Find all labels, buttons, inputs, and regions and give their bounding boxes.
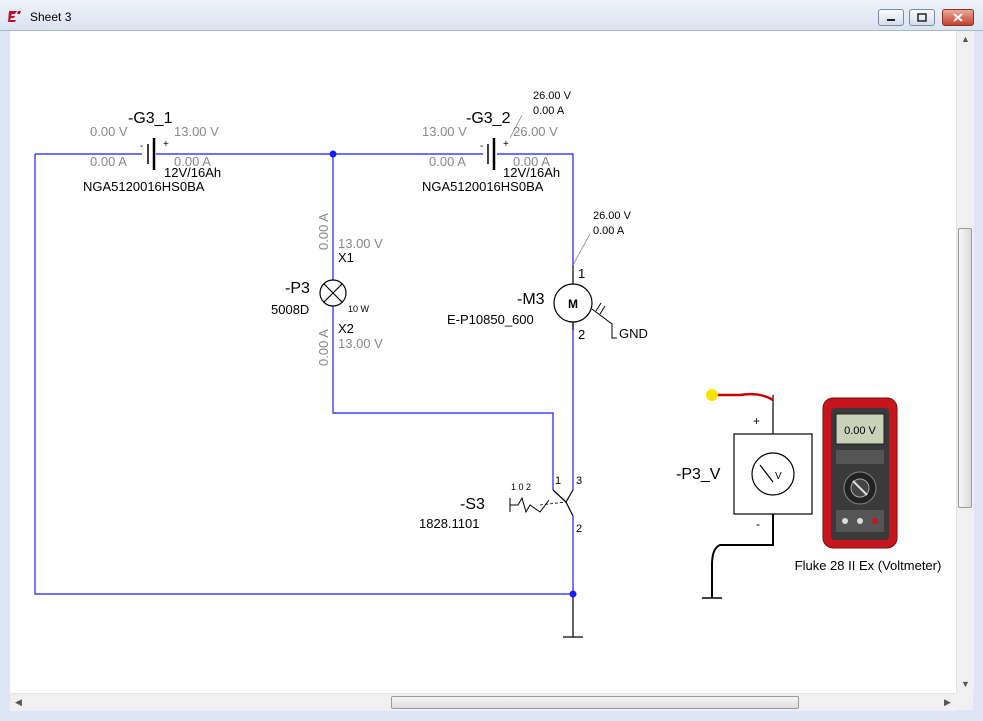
ground-label: GND <box>619 326 648 341</box>
voltage-label: 13.00 V <box>338 236 383 251</box>
motor-name: -M3 <box>517 291 545 308</box>
window-frame-left <box>0 31 10 721</box>
current-label: 0.00 A <box>174 154 211 169</box>
vertical-scrollbar[interactable]: ▲ ▼ <box>956 31 974 693</box>
lamp-name: -P3 <box>285 280 310 297</box>
plus-label: + <box>503 139 509 150</box>
scrollbar-corner <box>956 693 973 710</box>
pin-label: 2 <box>576 523 582 535</box>
plus-label: + <box>753 414 760 428</box>
schematic-canvas[interactable]: -G3_1 0.00 V 13.00 V - + 0.00 A 0.00 A 1… <box>10 31 956 693</box>
wire-lamp-bottom <box>332 306 554 490</box>
pin-label: 2 <box>578 327 585 342</box>
vertical-scroll-thumb[interactable] <box>958 228 972 508</box>
voltmeter-p3-v[interactable]: V -P3_V + - <box>676 389 813 599</box>
multimeter-display: 0.00 V <box>844 425 876 437</box>
wires <box>34 153 574 595</box>
current-label: 0.00 A <box>90 154 127 169</box>
plus-label: + <box>163 139 169 150</box>
multimeter-fluke[interactable]: 0.00 V Fluke 28 II Ex (Voltmeter) <box>795 397 942 573</box>
part-label: NGA5120016HS0BA <box>83 179 205 194</box>
app-icon <box>8 11 21 22</box>
part-label: NGA5120016HS0BA <box>422 179 544 194</box>
current-label: 0.00 A <box>316 329 331 366</box>
scroll-down-icon[interactable]: ▼ <box>961 679 970 689</box>
switch-s3[interactable]: -S3 1828.1101 1 0 2 1 3 2 <box>419 475 582 535</box>
voltage-label: 0.00 V <box>90 124 128 139</box>
current-label: 0.00 A <box>316 213 331 250</box>
scroll-right-icon[interactable]: ▶ <box>944 697 951 707</box>
voltmeter-name: -P3_V <box>676 466 721 483</box>
window-title: Sheet 3 <box>30 10 72 24</box>
scroll-up-icon[interactable]: ▲ <box>961 34 970 44</box>
horizontal-scroll-thumb[interactable] <box>391 696 799 709</box>
ground-wires <box>563 594 583 638</box>
schematic-diagram: -G3_1 0.00 V 13.00 V - + 0.00 A 0.00 A 1… <box>34 90 942 638</box>
scroll-left-icon[interactable]: ◀ <box>15 697 22 707</box>
close-button[interactable] <box>942 9 974 26</box>
motor-m3[interactable]: M -M3 E-P10850_600 1 2 26.00 V 0.00 A GN… <box>447 210 648 342</box>
junction-node <box>329 150 337 158</box>
probe-voltage: 26.00 V <box>593 210 632 222</box>
battery-g3-2[interactable]: -G3_2 26.00 V 0.00 A 13.00 V 26.00 V - +… <box>422 90 572 194</box>
motor-part: E-P10850_600 <box>447 312 534 327</box>
minus-label: - <box>756 517 760 531</box>
minus-label: - <box>480 141 483 152</box>
window-frame-right <box>973 31 983 721</box>
title-bar: Sheet 3 <box>0 0 983 31</box>
lamp-p3[interactable]: -P3 5008D 10 W X1 X2 13.00 V 13.00 V 0.0… <box>271 213 383 366</box>
voltage-label: 13.00 V <box>174 124 219 139</box>
rating-label: 12V/16Ah <box>164 165 221 180</box>
switch-part: 1828.1101 <box>419 516 480 531</box>
battery-g3-1[interactable]: -G3_1 0.00 V 13.00 V - + 0.00 A 0.00 A 1… <box>83 110 221 194</box>
pin-label: 3 <box>576 475 582 487</box>
lamp-power: 10 W <box>348 304 370 314</box>
close-icon <box>953 13 963 22</box>
pin-label: X2 <box>338 321 354 336</box>
probe-tip-icon[interactable] <box>706 389 718 401</box>
pin-label: 1 <box>555 475 561 487</box>
current-label: 0.00 A <box>429 154 466 169</box>
probe-current: 0.00 A <box>533 105 565 117</box>
junction-node <box>569 590 577 598</box>
wire-left <box>34 154 573 595</box>
lamp-part: 5008D <box>271 302 309 317</box>
switch-positions: 1 0 2 <box>511 482 531 492</box>
rating-label: 12V/16Ah <box>503 165 560 180</box>
probe-current: 0.00 A <box>593 225 625 237</box>
pin-label: 1 <box>578 266 585 281</box>
restore-icon <box>917 13 927 22</box>
minus-label: - <box>140 141 143 152</box>
battery-name: -G3_2 <box>466 110 511 127</box>
probe-voltage: 26.00 V <box>533 90 572 102</box>
voltage-label: 13.00 V <box>338 336 383 351</box>
wire-top-right <box>497 153 574 265</box>
voltage-label: 13.00 V <box>422 124 467 139</box>
horizontal-scrollbar[interactable]: ◀ ▶ <box>10 693 956 711</box>
multimeter-caption: Fluke 28 II Ex (Voltmeter) <box>795 558 942 573</box>
pin-label: X1 <box>338 250 354 265</box>
current-label: 0.00 A <box>513 154 550 169</box>
minimize-icon <box>887 19 895 21</box>
window-frame-bottom <box>0 710 983 721</box>
battery-name: -G3_1 <box>128 110 173 127</box>
minimize-button[interactable] <box>878 9 904 26</box>
meter-symbol: V <box>775 471 782 482</box>
restore-button[interactable] <box>909 9 935 26</box>
voltage-label: 26.00 V <box>513 124 558 139</box>
motor-symbol: M <box>568 297 578 311</box>
switch-name: -S3 <box>460 496 485 513</box>
